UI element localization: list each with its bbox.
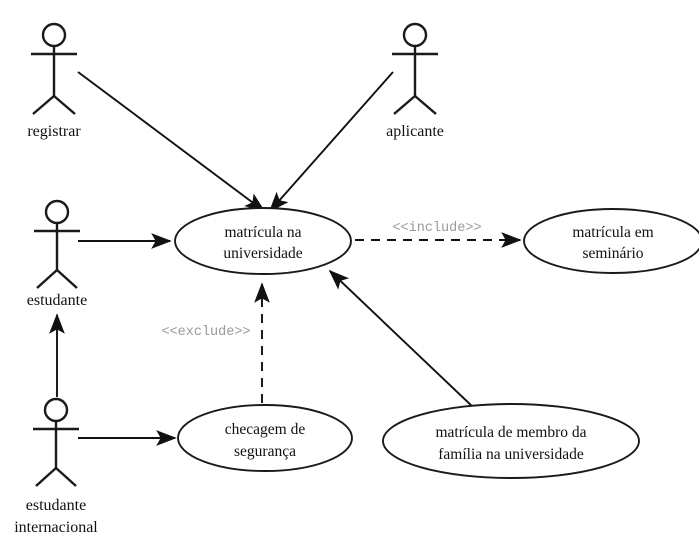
actor-head-icon	[41, 22, 67, 48]
actor-estudante[interactable]: estudante	[27, 199, 87, 309]
actor-right-leg-icon	[55, 467, 77, 487]
actor-label-estudante-internacional-line1: estudante	[26, 497, 86, 514]
stereotype-label-include: <<include>>	[392, 221, 481, 236]
use-case-matricula-em-seminario[interactable]: matrícula em seminário	[523, 208, 699, 274]
actor-head-icon	[402, 22, 428, 48]
use-case-label-line1: matrícula em	[572, 224, 653, 241]
use-case-checagem-de-seguranca[interactable]: checagem de segurança	[177, 404, 353, 472]
actor-left-leg-icon	[32, 95, 55, 115]
actor-registrar[interactable]: registrar	[27, 22, 81, 140]
actor-left-leg-icon	[393, 95, 416, 115]
stereotype-label-exclude: <<exclude>>	[161, 325, 250, 340]
association-aplicante-to-matricula	[268, 71, 394, 213]
use-case-label-line1: matrícula na	[224, 224, 301, 241]
actor-left-leg-icon	[36, 269, 58, 289]
use-case-ellipse	[523, 208, 699, 274]
use-case-label-line2: segurança	[234, 443, 296, 460]
use-case-ellipse	[382, 403, 640, 479]
actor-label-estudante-internacional-line2: internacional	[14, 519, 98, 536]
association-registrar-to-matricula	[77, 71, 266, 213]
actor-estudante-internacional[interactable]: estudante internacional	[14, 397, 98, 536]
actor-left-leg-icon	[35, 467, 57, 487]
use-case-label-line1: checagem de	[225, 421, 306, 438]
use-case-ellipse	[174, 207, 352, 275]
actor-label-estudante: estudante	[27, 292, 87, 309]
actor-label-aplicante: aplicante	[386, 123, 444, 140]
use-case-matricula-membro-familia[interactable]: matrícula de membro da família na univer…	[382, 403, 640, 479]
association-familia-to-matricula	[328, 269, 475, 409]
use-case-matricula-na-universidade[interactable]: matrícula na universidade	[174, 207, 352, 275]
use-case-label-line2: universidade	[223, 245, 302, 262]
actor-right-leg-icon	[414, 95, 437, 115]
use-case-label-line1: matrícula de membro da	[435, 424, 586, 441]
use-case-label-line2: família na universidade	[438, 446, 584, 463]
use-case-ellipse	[177, 404, 353, 472]
actor-head-icon	[44, 199, 70, 225]
actor-aplicante[interactable]: aplicante	[386, 22, 444, 140]
actor-head-icon	[43, 397, 69, 423]
actor-right-leg-icon	[56, 269, 78, 289]
actor-label-registrar: registrar	[27, 123, 81, 140]
use-case-label-line2: seminário	[582, 245, 643, 262]
actor-right-leg-icon	[53, 95, 76, 115]
